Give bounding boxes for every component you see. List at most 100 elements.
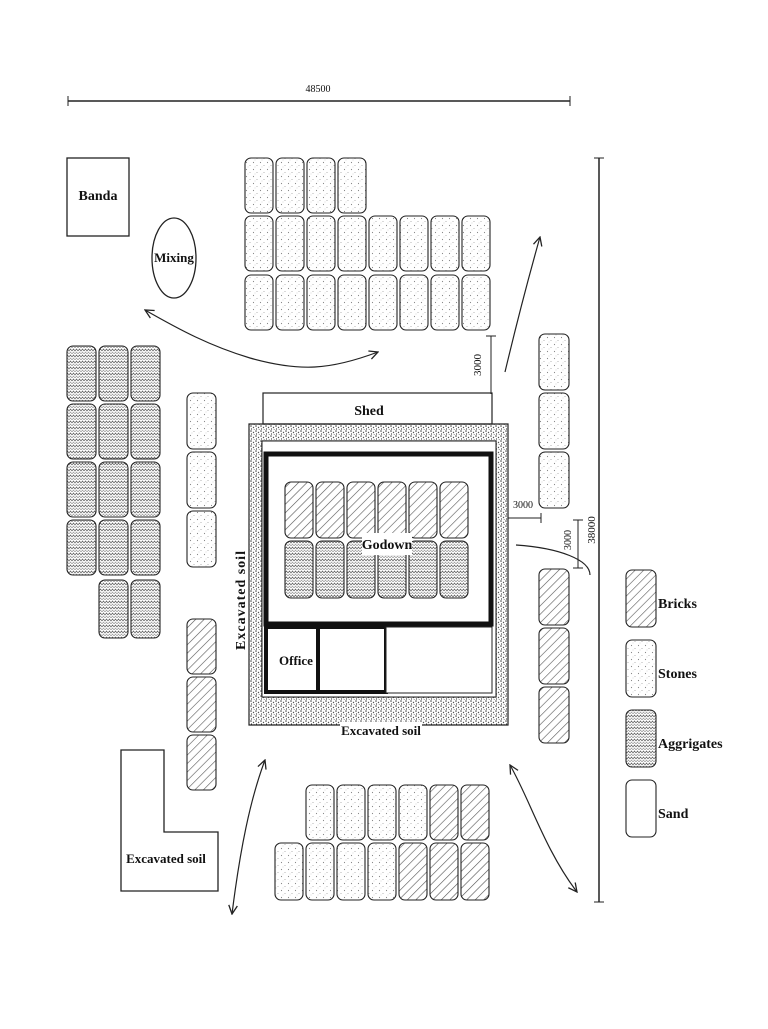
stack-aggregates bbox=[130, 345, 161, 402]
stack-stones bbox=[275, 215, 305, 272]
godown-stacks bbox=[284, 481, 469, 599]
stack-stones bbox=[399, 274, 429, 331]
legend-label-sand: Sand bbox=[658, 807, 689, 822]
stack-stones bbox=[337, 215, 367, 272]
stack-stones bbox=[186, 510, 217, 568]
stack-stones bbox=[430, 215, 460, 272]
shed-label: Shed bbox=[354, 404, 384, 419]
arrow-right-side bbox=[515, 544, 591, 576]
stack-stones bbox=[336, 784, 366, 841]
stack-aggregates bbox=[98, 345, 129, 402]
stack-stones bbox=[186, 392, 217, 450]
stack-stones bbox=[186, 451, 217, 509]
excavated-soil-bottom-label-bg bbox=[340, 722, 422, 738]
stack-bricks bbox=[398, 842, 428, 901]
stack-aggregates bbox=[66, 461, 97, 518]
gap-right-v-label: 3000 bbox=[563, 530, 574, 550]
stack-bricks bbox=[538, 686, 570, 744]
stack-stones bbox=[244, 215, 274, 272]
stack-bricks bbox=[186, 734, 217, 791]
stack-stones bbox=[461, 274, 491, 331]
stack-bricks bbox=[460, 784, 490, 841]
stack-aggregates bbox=[98, 519, 129, 576]
stack-stones bbox=[337, 274, 367, 331]
stack-stones bbox=[430, 274, 460, 331]
godown-label-bg bbox=[362, 533, 412, 555]
width-dimension-label: 48500 bbox=[306, 84, 331, 95]
stack-bricks bbox=[186, 618, 217, 675]
stack-stones bbox=[367, 784, 397, 841]
stack-stones bbox=[275, 274, 305, 331]
stack-aggregates bbox=[315, 540, 345, 599]
legend-swatch-sand bbox=[625, 779, 657, 838]
stack-stones bbox=[244, 157, 274, 214]
legend-swatch-aggregates bbox=[625, 709, 657, 768]
material-stacks bbox=[66, 157, 570, 901]
stack-aggregates bbox=[98, 461, 129, 518]
stack-stones bbox=[305, 784, 335, 841]
stack-stones bbox=[244, 274, 274, 331]
width-dimension: 48500 bbox=[67, 84, 571, 106]
stack-bricks bbox=[186, 676, 217, 733]
stack-aggregates bbox=[130, 519, 161, 576]
excavated-soil-left-label: Excavated soil bbox=[234, 550, 249, 650]
stack-bricks bbox=[408, 481, 438, 539]
legend-swatch-stones bbox=[625, 639, 657, 698]
stack-stones bbox=[538, 392, 570, 450]
stack-bricks bbox=[538, 568, 570, 626]
side-room bbox=[316, 625, 388, 694]
stack-aggregates bbox=[98, 579, 129, 639]
stack-stones bbox=[306, 157, 336, 214]
stack-bricks bbox=[538, 627, 570, 685]
stack-stones bbox=[538, 451, 570, 509]
stack-aggregates bbox=[284, 540, 314, 599]
gap-top-label: 3000 bbox=[472, 354, 484, 377]
stack-bricks bbox=[460, 842, 490, 901]
height-dimension: 38000 bbox=[586, 157, 604, 903]
gap-dimension-right: 3000 3000 bbox=[508, 500, 583, 569]
flow-arrows bbox=[145, 237, 591, 914]
stack-bricks bbox=[346, 481, 376, 539]
stack-aggregates bbox=[66, 403, 97, 460]
banda-box bbox=[66, 157, 130, 237]
stack-stones bbox=[368, 274, 398, 331]
mixing-label: Mixing bbox=[154, 250, 194, 265]
arrow-bottom-right bbox=[510, 765, 577, 892]
stack-aggregates bbox=[98, 403, 129, 460]
stack-stones bbox=[398, 784, 428, 841]
height-dimension-label: 38000 bbox=[586, 516, 598, 544]
stack-stones bbox=[305, 842, 335, 901]
stack-stones bbox=[274, 842, 304, 901]
stack-aggregates bbox=[66, 345, 97, 402]
gap-right-h-label: 3000 bbox=[513, 500, 533, 511]
legend-swatch-bricks bbox=[625, 569, 657, 628]
godown-label: Godown bbox=[362, 538, 413, 553]
stack-aggregates bbox=[439, 540, 469, 599]
stack-stones bbox=[399, 215, 429, 272]
office-label: Office bbox=[279, 653, 313, 668]
legend-label-stones: Stones bbox=[658, 667, 697, 682]
shed-box bbox=[262, 392, 493, 425]
stack-stones bbox=[275, 157, 305, 214]
stack-aggregates bbox=[130, 461, 161, 518]
stack-aggregates bbox=[130, 403, 161, 460]
stack-bricks bbox=[439, 481, 469, 539]
stack-stones bbox=[538, 333, 570, 391]
gap-dimension-top: 3000 bbox=[472, 335, 496, 394]
arrow-top-right bbox=[504, 237, 540, 373]
stack-stones bbox=[337, 157, 367, 214]
banda-label: Banda bbox=[79, 189, 118, 204]
stack-aggregates bbox=[66, 519, 97, 576]
stack-bricks bbox=[284, 481, 314, 539]
excavated-soil-pile-label: Excavated soil bbox=[126, 851, 206, 866]
stack-aggregates bbox=[346, 540, 376, 599]
legend-label-bricks: Bricks bbox=[658, 597, 697, 612]
stack-stones bbox=[306, 274, 336, 331]
open-room bbox=[385, 626, 493, 694]
stack-bricks bbox=[377, 481, 407, 539]
stack-stones bbox=[336, 842, 366, 901]
stack-stones bbox=[461, 215, 491, 272]
